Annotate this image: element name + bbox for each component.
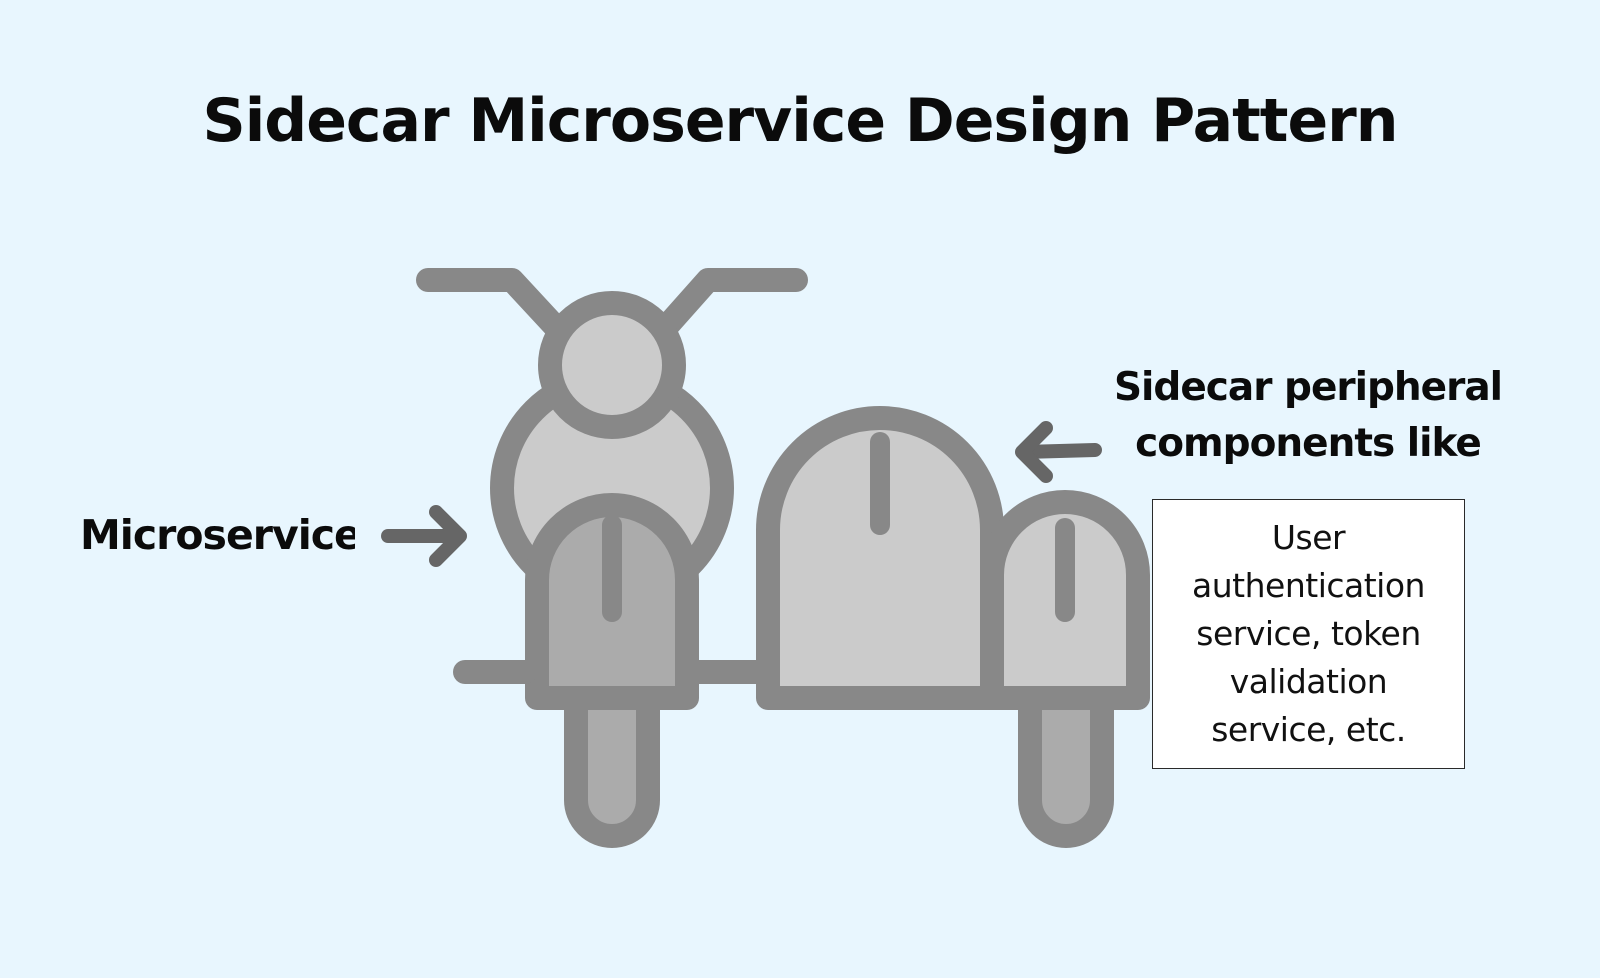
sidecar	[756, 406, 1150, 848]
rear-wheel	[1018, 710, 1114, 848]
microservice-label: Microservice	[80, 511, 355, 559]
handlebar	[648, 268, 808, 346]
motorcycle-head	[538, 291, 686, 439]
sidecar-dome-large	[756, 406, 1004, 710]
page-title: Sidecar Microservice Design Pattern	[202, 86, 1399, 156]
arrow-to-sidecar	[1015, 421, 1102, 483]
front-wheel	[564, 710, 660, 848]
motorcycle	[416, 268, 808, 848]
arrow-to-microservice	[381, 505, 467, 567]
sidecar-examples-text: User authentication service, token valid…	[1192, 518, 1425, 749]
sidecar-label: Sidecar peripheral components like	[1113, 365, 1503, 466]
handlebar	[416, 268, 574, 346]
sidecar-examples-box: User authentication service, token valid…	[1152, 499, 1465, 769]
